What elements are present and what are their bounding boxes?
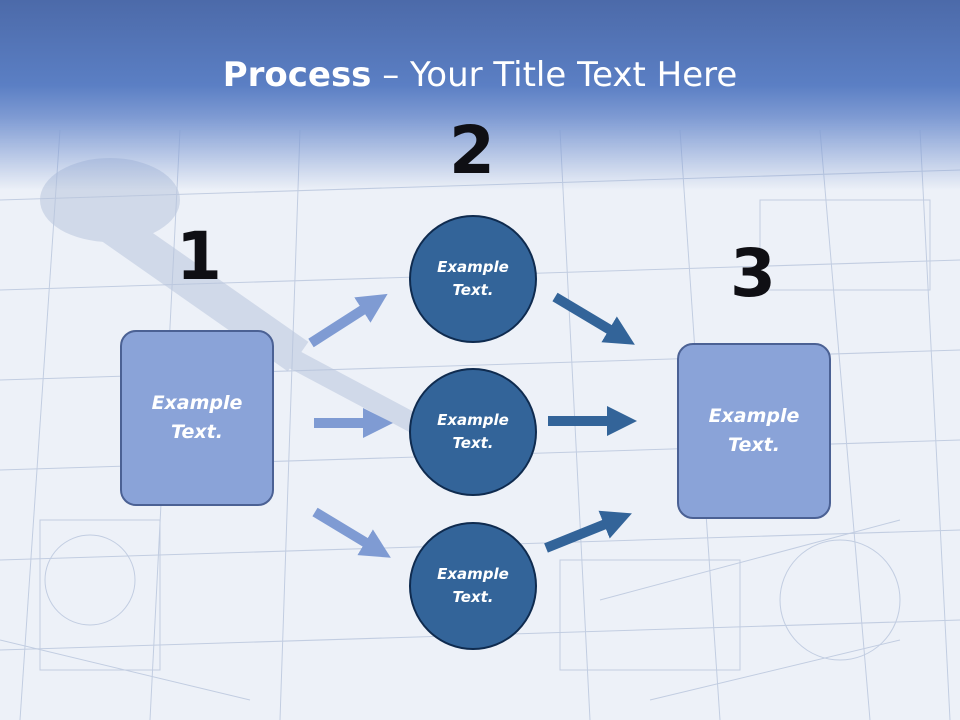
circle-middle[interactable]: Example Text. xyxy=(409,368,537,496)
arrow-to-top-circle xyxy=(308,293,388,348)
step-number-1: 1 xyxy=(176,218,222,295)
left-box[interactable]: Example Text. xyxy=(120,330,274,506)
circle-bottom[interactable]: Example Text. xyxy=(409,522,537,650)
arrow-to-bottom-circle xyxy=(312,507,391,558)
slide-title: Process – Your Title Text Here xyxy=(0,52,960,98)
arrow-from-bottom-circle xyxy=(544,510,632,553)
circle-bottom-text: Example Text. xyxy=(437,565,509,606)
circle-top[interactable]: Example Text. xyxy=(409,215,537,343)
arrow-from-top-circle xyxy=(552,292,635,345)
right-box-text: Example Text. xyxy=(708,405,800,456)
circle-top-text: Example Text. xyxy=(437,258,509,299)
circle-middle-text: Example Text. xyxy=(437,411,509,452)
step-number-3: 3 xyxy=(730,235,776,312)
header-band xyxy=(0,0,960,190)
left-box-text: Example Text. xyxy=(151,392,243,443)
step-number-2: 2 xyxy=(449,112,495,189)
right-box[interactable]: Example Text. xyxy=(677,343,831,519)
title-bold: Process xyxy=(222,55,372,95)
title-rest: – Your Title Text Here xyxy=(371,55,738,95)
